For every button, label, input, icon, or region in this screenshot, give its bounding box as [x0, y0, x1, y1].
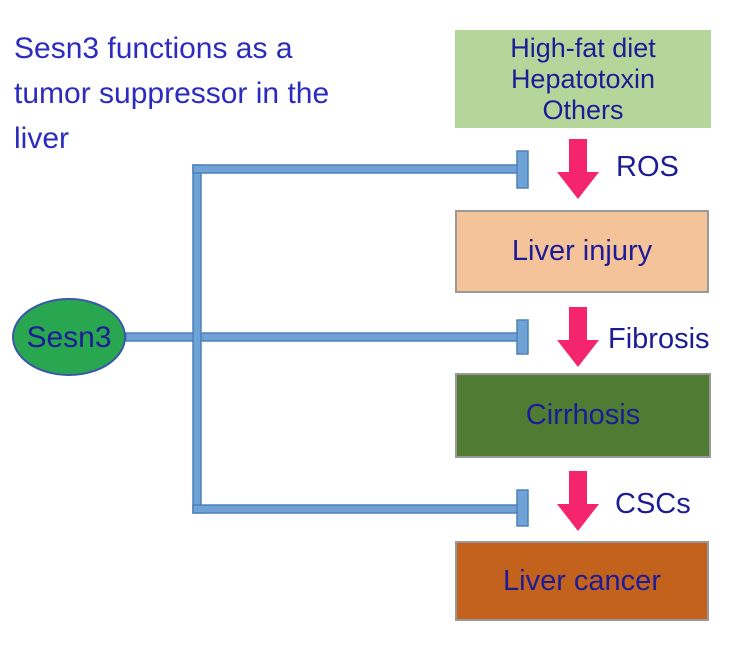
middle-inhibition-line: [125, 332, 519, 342]
top-inhibition-cap: [516, 150, 529, 189]
liver-injury-box: Liver injury: [455, 210, 709, 293]
cscs-down-arrow-icon: [557, 471, 599, 531]
causes-box: High-fat diet Hepatotoxin Others: [455, 30, 711, 128]
middle-inhibition-cap: [516, 319, 529, 355]
bottom-inhibition-cap: [516, 489, 529, 527]
sesn3-ellipse: [12, 298, 126, 376]
fibrosis-down-arrow-icon: [557, 307, 599, 367]
connector-trunk-line: [192, 164, 202, 514]
cirrhosis-box: Cirrhosis: [455, 373, 711, 458]
ros-label: ROS: [616, 151, 679, 183]
diagram-title: Sesn3 functions as a tumor suppressor in…: [14, 32, 330, 155]
fibrosis-label: Fibrosis: [608, 323, 710, 355]
bottom-inhibition-line: [192, 504, 519, 514]
inhibition-connectors: [125, 150, 529, 527]
cscs-label: CSCs: [615, 488, 691, 520]
liver-cancer-box: Liver cancer: [455, 541, 709, 621]
ros-down-arrow-icon: [557, 139, 599, 199]
sesn3-label: Sesn3: [26, 321, 112, 354]
top-inhibition-line: [192, 164, 519, 174]
